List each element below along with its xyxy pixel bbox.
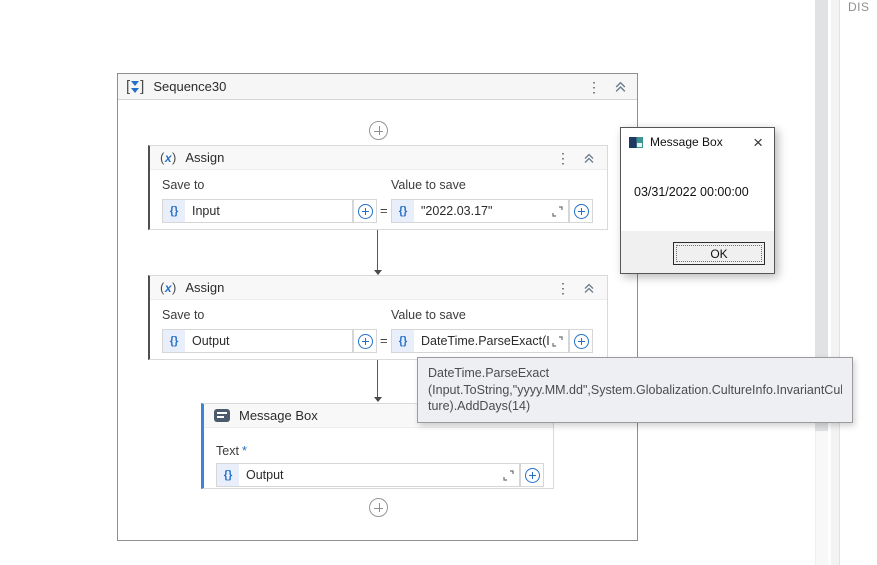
flow-arrow-head xyxy=(374,397,382,402)
required-marker: * xyxy=(241,444,247,458)
open-expression-editor-icon[interactable] xyxy=(503,469,514,481)
assign-icon: (x) xyxy=(160,280,177,295)
save-to-value: Output xyxy=(192,334,230,348)
save-to-input[interactable]: {} Input xyxy=(162,199,353,223)
value-to-save-label: Value to save xyxy=(391,308,466,322)
message-box-title: Message Box xyxy=(239,408,318,423)
collapse-chevron-icon[interactable] xyxy=(583,282,595,294)
message-box-activity[interactable]: Message Box ⋮ Text* {} Output xyxy=(201,403,554,489)
save-to-value: Input xyxy=(192,204,220,218)
kebab-menu-icon[interactable]: ⋮ xyxy=(556,149,570,166)
variable-braces-icon: {} xyxy=(163,200,185,222)
variable-braces-icon: {} xyxy=(163,330,185,352)
sequence-icon: [] xyxy=(126,78,145,95)
equals-sign: = xyxy=(380,203,388,218)
tooltip-line: DateTime.ParseExact xyxy=(428,366,550,380)
dialog-close-button[interactable]: × xyxy=(753,132,763,152)
collapse-chevron-icon[interactable] xyxy=(583,152,595,164)
kebab-menu-icon[interactable]: ⋮ xyxy=(556,279,570,296)
open-expression-editor-icon[interactable] xyxy=(552,205,563,217)
assign-1-title: Assign xyxy=(185,150,225,165)
assign-icon: (x) xyxy=(160,150,177,165)
sequence-title: Sequence30 xyxy=(153,79,227,94)
value-to-save-input[interactable]: {} DateTime.ParseExact(I xyxy=(391,329,569,353)
equals-sign: = xyxy=(380,333,388,348)
ok-button[interactable]: OK xyxy=(673,242,765,265)
value-to-save-label: Value to save xyxy=(391,178,466,192)
value-to-save-input[interactable]: {} "2022.03.17" xyxy=(391,199,569,223)
variable-braces-icon: {} xyxy=(392,200,414,222)
text-input[interactable]: {} Output xyxy=(216,463,520,487)
add-variable-button[interactable] xyxy=(353,199,377,223)
side-panel-header: DIS xyxy=(848,0,870,14)
open-expression-editor-icon[interactable] xyxy=(552,335,563,347)
add-variable-button[interactable] xyxy=(569,199,593,223)
text-value: Output xyxy=(246,468,284,482)
expression-tooltip: DateTime.ParseExact (Input.ToString,"yyy… xyxy=(417,357,853,423)
sequence-header[interactable]: [] Sequence30 ⋮ xyxy=(118,74,637,100)
dialog-titlebar[interactable]: Message Box × xyxy=(621,128,774,156)
flow-arrow-line xyxy=(377,360,378,398)
save-to-input[interactable]: {} Output xyxy=(162,329,353,353)
collapse-chevron-icon[interactable] xyxy=(614,80,627,93)
assign-2-header[interactable]: (x) Assign ⋮ xyxy=(150,276,607,300)
dialog-message: 03/31/2022 00:00:00 xyxy=(634,185,749,199)
add-variable-button[interactable] xyxy=(569,329,593,353)
app-icon xyxy=(629,136,643,148)
text-label: Text* xyxy=(216,444,247,458)
panel-splitter[interactable] xyxy=(831,0,840,565)
assign-activity-2[interactable]: (x) Assign ⋮ Save to Value to save {} Ou… xyxy=(148,275,608,360)
message-box-icon xyxy=(214,409,230,422)
variable-braces-icon: {} xyxy=(392,330,414,352)
save-to-label: Save to xyxy=(162,308,205,322)
flow-arrow-head xyxy=(374,270,382,275)
assign-1-header[interactable]: (x) Assign ⋮ xyxy=(150,146,607,170)
message-box-dialog: Message Box × 03/31/2022 00:00:00 OK xyxy=(620,127,775,274)
variable-braces-icon: {} xyxy=(217,464,239,486)
dialog-title: Message Box xyxy=(650,135,723,149)
plus-circle-icon xyxy=(357,333,373,349)
save-to-label: Save to xyxy=(162,178,205,192)
plus-circle-icon xyxy=(573,203,589,219)
value-to-save-value: "2022.03.17" xyxy=(421,204,493,218)
flow-arrow-line xyxy=(377,230,378,271)
vertical-scrollbar-thumb[interactable] xyxy=(815,0,828,431)
tooltip-line: ture).AddDays(14) xyxy=(428,399,531,414)
assign-2-title: Assign xyxy=(185,280,225,295)
tooltip-line: (Input.ToString,"yyyy.MM.dd",System.Glob… xyxy=(428,382,842,397)
add-variable-button[interactable] xyxy=(353,329,377,353)
add-variable-button[interactable] xyxy=(520,463,544,487)
kebab-menu-icon[interactable]: ⋮ xyxy=(587,78,601,95)
plus-circle-icon xyxy=(357,203,373,219)
text-label-caption: Text xyxy=(216,444,239,458)
add-activity-button-top[interactable] xyxy=(369,121,388,140)
value-to-save-value: DateTime.ParseExact(I xyxy=(421,334,550,348)
plus-circle-icon xyxy=(524,467,540,483)
plus-circle-icon xyxy=(573,333,589,349)
add-activity-button-bottom[interactable] xyxy=(369,498,388,517)
assign-activity-1[interactable]: (x) Assign ⋮ Save to Value to save {} In… xyxy=(148,145,608,230)
